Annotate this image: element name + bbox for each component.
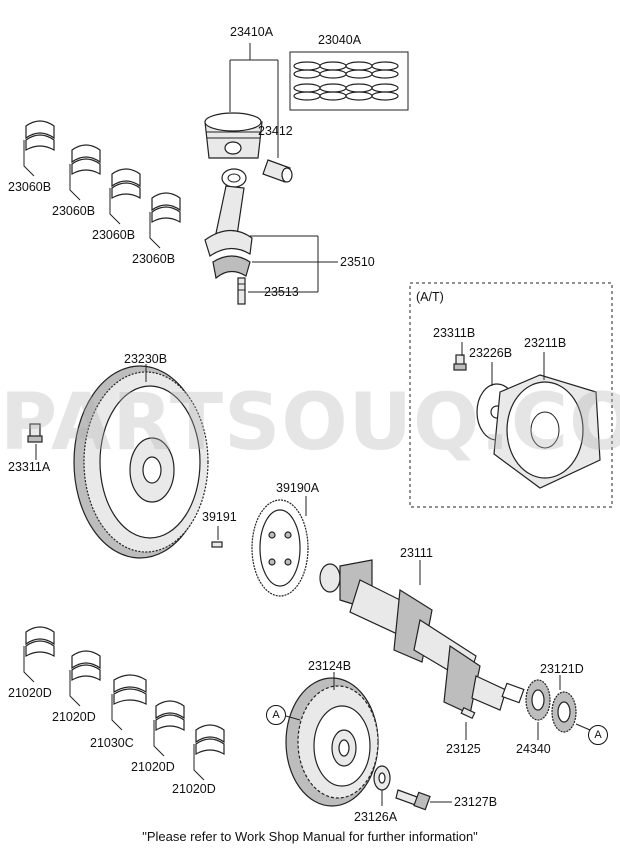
rod-leaders: [248, 235, 338, 293]
crankshaft[interactable]: [319, 559, 525, 715]
connecting-rod[interactable]: [204, 168, 253, 280]
label-23513[interactable]: 23513: [264, 285, 299, 299]
label-39191[interactable]: 39191: [202, 510, 237, 524]
label-23060B-3[interactable]: 23060B: [92, 228, 136, 242]
label-23412[interactable]: 23412: [258, 124, 293, 138]
gear-leaders: [537, 675, 591, 740]
at-box: [409, 282, 613, 508]
label-23226B[interactable]: 23226B: [469, 346, 513, 360]
label-23060B-1[interactable]: 23060B: [8, 180, 52, 194]
piston-ring-set[interactable]: [289, 51, 409, 111]
damper-pulley[interactable]: [285, 677, 379, 807]
rod-bolt[interactable]: [237, 277, 246, 305]
label-21020D-2[interactable]: 21020D: [52, 710, 96, 724]
label-24340[interactable]: 24340: [516, 742, 551, 756]
ref-a-left[interactable]: A: [266, 705, 286, 725]
label-23121D[interactable]: 23121D: [540, 662, 584, 676]
label-21020D-4[interactable]: 21020D: [172, 782, 216, 796]
lower-bearing-leaders: [23, 646, 205, 781]
piston-pin[interactable]: [262, 159, 293, 183]
label-23060B-4[interactable]: 23060B: [132, 252, 176, 266]
crank-sprocket[interactable]: [525, 679, 551, 721]
label-23111[interactable]: 23111: [400, 546, 433, 560]
label-21020D-3[interactable]: 21020D: [131, 760, 175, 774]
ref-a-leader-left: [285, 715, 301, 721]
label-21020D-1[interactable]: 21020D: [8, 686, 52, 700]
watermark: PARTSOUQ.COM: [0, 378, 620, 468]
label-23125[interactable]: 23125: [446, 742, 481, 756]
flywheel[interactable]: [73, 365, 209, 559]
label-23311A[interactable]: 23311A: [8, 460, 51, 474]
target-wheel[interactable]: [251, 499, 309, 597]
label-23410A[interactable]: 23410A: [230, 25, 274, 39]
label-23230B[interactable]: 23230B: [124, 352, 168, 366]
dowel-pin[interactable]: [211, 541, 223, 548]
at-bolt[interactable]: [453, 354, 467, 371]
drive-plate[interactable]: [493, 374, 601, 489]
label-23040A[interactable]: 23040A: [318, 33, 362, 47]
upper-bearing-leaders: [23, 140, 161, 249]
label-39190A[interactable]: 39190A: [276, 481, 320, 495]
label-21030C[interactable]: 21030C: [90, 736, 134, 750]
piston[interactable]: [204, 112, 263, 159]
at-label: (A/T): [416, 290, 444, 304]
woodruff-key[interactable]: [460, 706, 476, 720]
label-23124B[interactable]: 23124B: [308, 659, 352, 673]
lower-bearings[interactable]: [25, 626, 225, 756]
crank-gear[interactable]: [551, 691, 577, 733]
label-23127B[interactable]: 23127B: [454, 795, 498, 809]
label-23510[interactable]: 23510: [340, 255, 375, 269]
upper-bearings[interactable]: [25, 120, 181, 224]
flywheel-bolt[interactable]: [27, 423, 43, 443]
label-23126A[interactable]: 23126A: [354, 810, 398, 824]
label-23311B[interactable]: 23311B: [433, 326, 476, 340]
piston-leaders: [229, 43, 279, 158]
pulley-bolt[interactable]: [395, 789, 431, 811]
ref-a-right[interactable]: A: [588, 725, 608, 745]
footer-note: "Please refer to Work Shop Manual for fu…: [142, 829, 478, 844]
label-23060B-2[interactable]: 23060B: [52, 204, 96, 218]
at-leaders: [461, 342, 545, 386]
washer[interactable]: [373, 765, 391, 791]
label-23211B[interactable]: 23211B: [524, 336, 567, 350]
